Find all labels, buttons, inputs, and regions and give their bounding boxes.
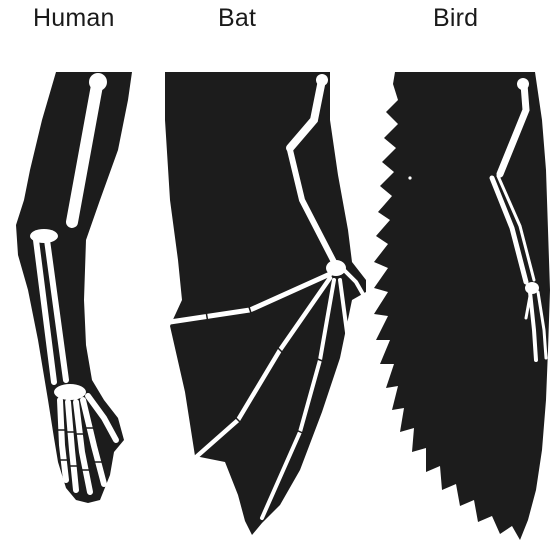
bird-wing-feathers xyxy=(374,72,550,540)
human-arm xyxy=(16,72,132,503)
bat-wing xyxy=(165,72,366,535)
bird-humerus-head xyxy=(517,78,529,90)
human-humerus-head xyxy=(89,73,107,91)
bird-speck xyxy=(408,176,411,179)
bird-wing xyxy=(374,72,550,540)
bat-humerus-head xyxy=(316,74,328,86)
human-elbow xyxy=(30,229,58,243)
